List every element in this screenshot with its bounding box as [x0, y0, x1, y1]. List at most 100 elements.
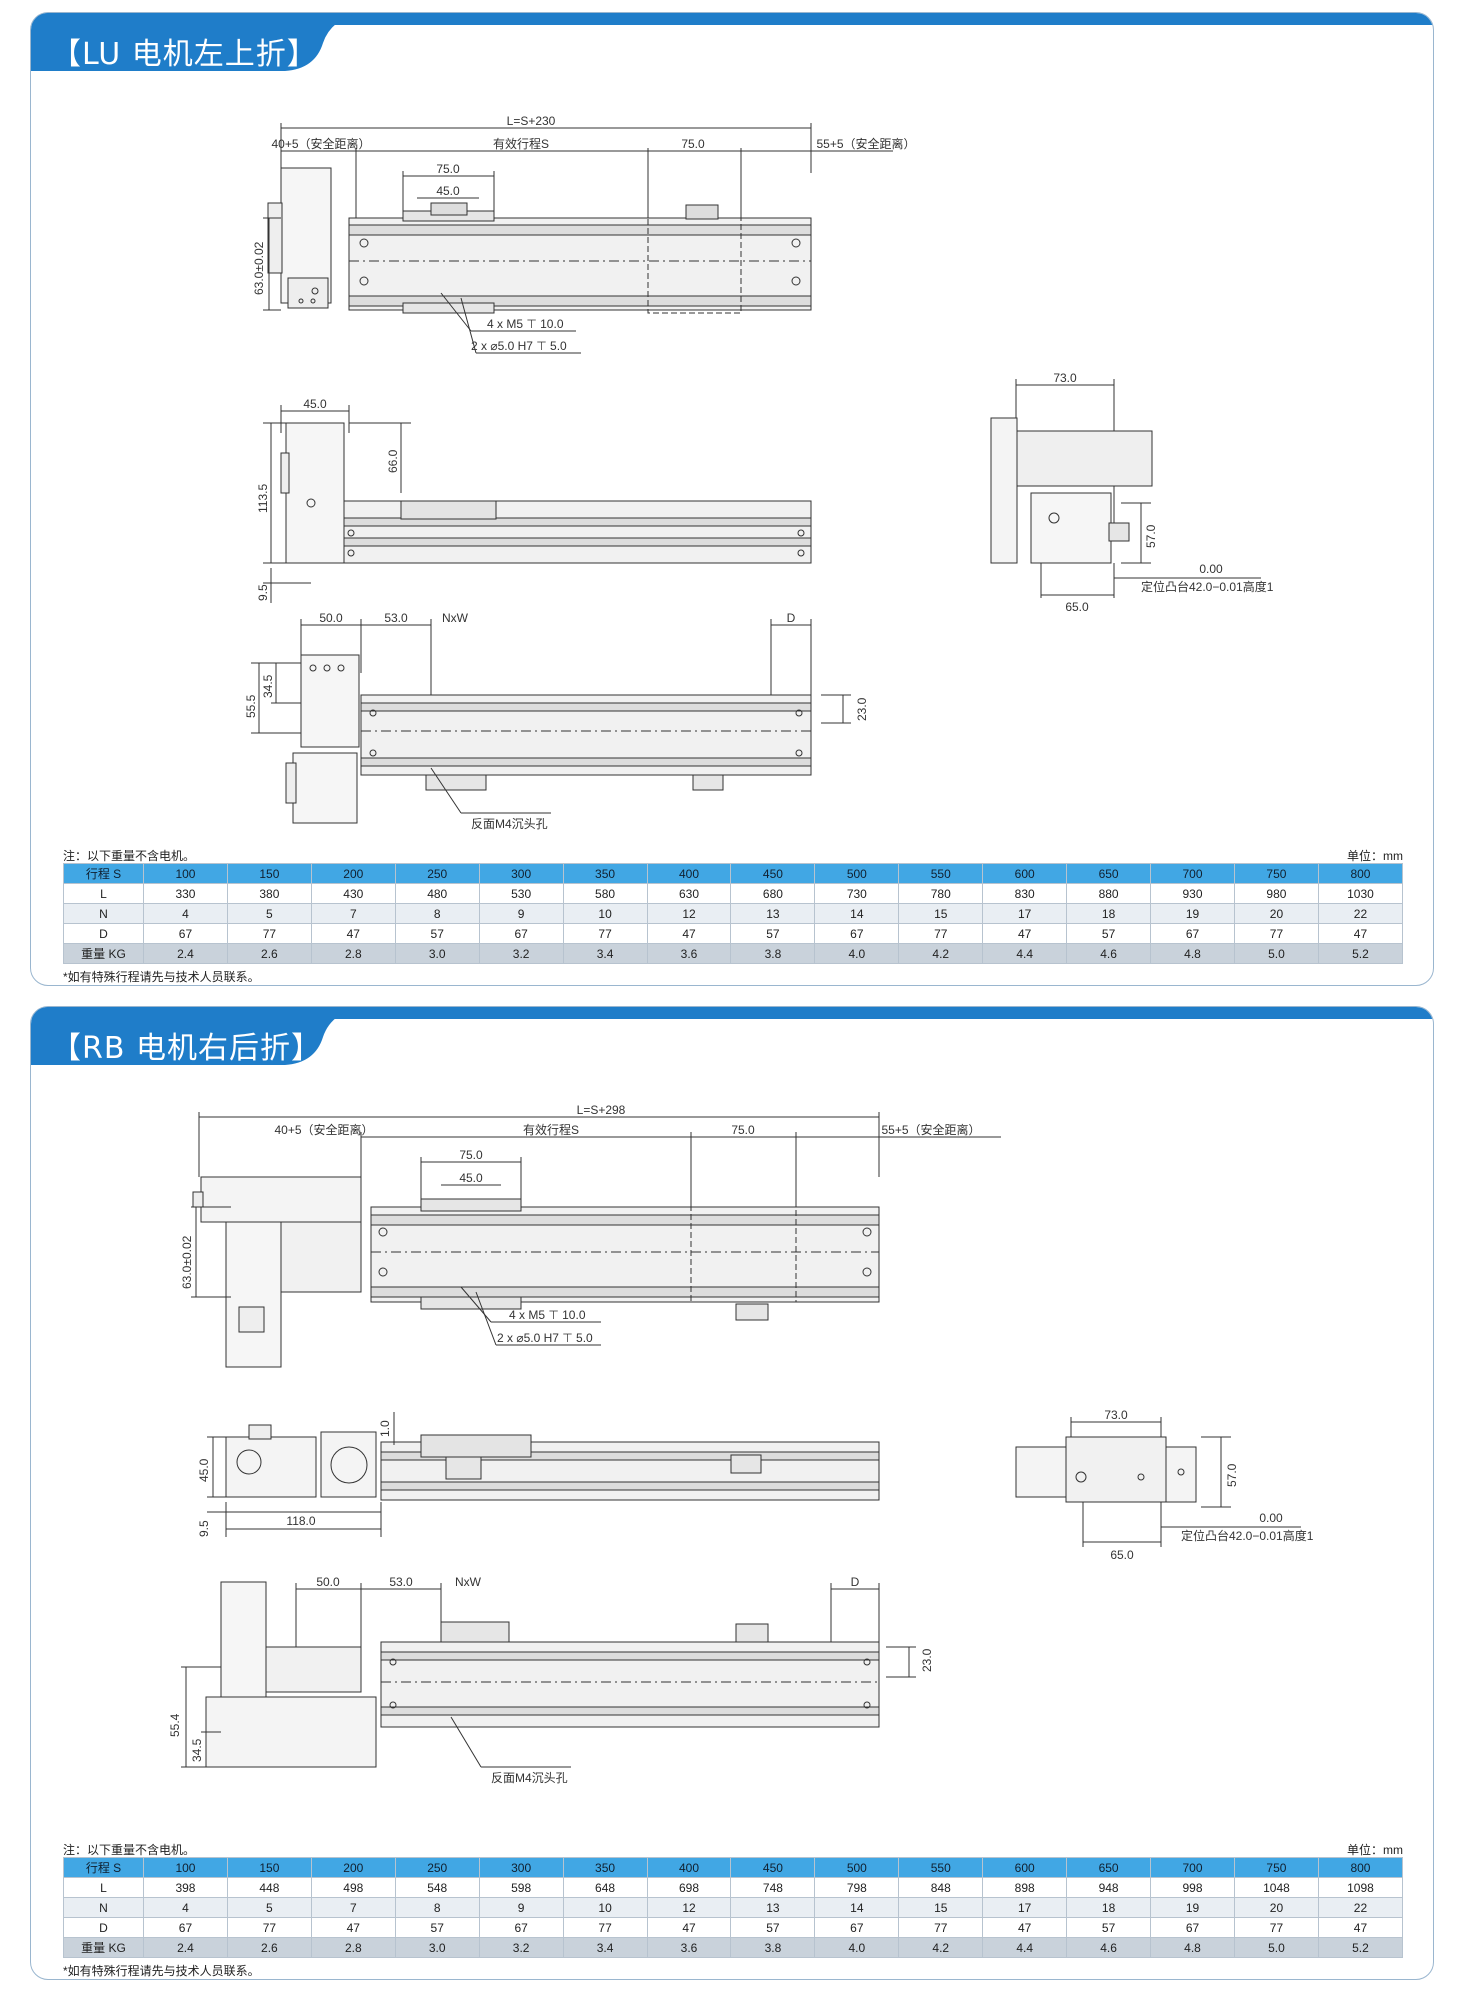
table-cell: 680: [730, 883, 816, 904]
rb-bottom-view: [181, 1581, 916, 1768]
table-cell: 67: [1150, 923, 1235, 944]
table-cell: 5.0: [1233, 1937, 1319, 1958]
table-cell: 2.8: [310, 1937, 396, 1958]
row-label: D: [63, 923, 144, 944]
header-cell: 500: [814, 1857, 900, 1878]
row-label: 重量 KG: [63, 943, 144, 964]
header-cell: 650: [1066, 1857, 1152, 1878]
dim-safe-left: 40+5（安全距离）: [271, 136, 370, 151]
dim-63: 63.0±0.02: [252, 241, 266, 295]
table-cell: 17: [982, 903, 1068, 924]
table-cell: 948: [1066, 1877, 1152, 1898]
table-cell: 1048: [1233, 1877, 1319, 1898]
table-cell: 67: [143, 1917, 228, 1938]
header-cell: 700: [1150, 1857, 1235, 1878]
table-cell: 630: [646, 883, 732, 904]
dim-75: 75.0: [436, 162, 460, 176]
dim-end-loc: 定位凸台42.0−0.01高度1: [1141, 579, 1274, 594]
table-cell: 3.8: [730, 943, 816, 964]
table-cell: 47: [310, 1917, 396, 1938]
table-cell: 2.6: [226, 943, 312, 964]
table-cell: 77: [898, 1917, 984, 1938]
table-cell: 3.6: [646, 1937, 732, 1958]
table-cell: 17: [982, 1897, 1068, 1918]
dim-bot-d: D: [851, 1575, 860, 1589]
table-cell: 4.2: [898, 943, 984, 964]
section-title-tab: [31, 13, 361, 71]
lu-side-view: [263, 405, 812, 603]
dim-end-73: 73.0: [1053, 371, 1077, 385]
table-cell: 8: [394, 903, 480, 924]
header-cell: 800: [1317, 863, 1404, 884]
dim-end-57: 57.0: [1144, 524, 1158, 548]
dim-safe-right: 55+5（安全距离）: [881, 1122, 980, 1137]
table-cell: 8: [394, 1897, 480, 1918]
table-cell: 880: [1066, 883, 1152, 904]
dim-bot-34: 34.5: [190, 1738, 204, 1762]
dim-end-zero: 0.00: [1199, 562, 1223, 576]
table-cell: 2.4: [143, 943, 228, 964]
row-label: N: [63, 903, 144, 924]
dim-bot-d: D: [787, 611, 796, 625]
table-row: L 398 448 498 548 598 648 698 748 798 84…: [63, 1877, 1404, 1898]
table-cell: 67: [478, 1917, 564, 1938]
table-cell: 67: [143, 923, 228, 944]
table-row: D 67 77 47 57 67 77 47 57 67 77 47 57 67…: [63, 923, 1404, 944]
dim-118: 118.0: [286, 1514, 315, 1528]
header-cell: 450: [730, 1857, 816, 1878]
spec-header-row: 行程 S 100 150 200 250 300 350 400 450 500…: [63, 863, 1404, 884]
table-cell: 398: [143, 1877, 228, 1898]
table-cell: 380: [226, 883, 312, 904]
table-cell: 530: [478, 883, 564, 904]
dim-side-45: 45.0: [197, 1458, 211, 1482]
dim-end-65: 65.0: [1065, 600, 1089, 614]
table-cell: 10: [562, 903, 648, 924]
table-cell: 898: [982, 1877, 1068, 1898]
table-cell: 330: [143, 883, 228, 904]
table-cell: 9: [478, 903, 564, 924]
table-cell: 15: [898, 1897, 984, 1918]
table-cell: 67: [478, 923, 564, 944]
lu-drawings: L=S+230 40+5（安全距离） 有效行程S 75.0 55+5（安全距离）…: [244, 114, 1274, 831]
header-cell: 650: [1066, 863, 1152, 884]
dim-stroke: 有效行程S: [493, 136, 549, 151]
header-cell: 400: [646, 863, 732, 884]
dim-bot-nxw: NxW: [455, 1575, 482, 1589]
table-row: 重量 KG 2.4 2.6 2.8 3.0 3.2 3.4 3.6 3.8 4.…: [63, 1937, 1404, 1958]
dim-stroke: 有效行程S: [523, 1122, 579, 1137]
table-cell: 448: [226, 1877, 312, 1898]
table-cell: 22: [1317, 1897, 1404, 1918]
rb-drawings: L=S+298 40+5（安全距离） 有效行程S 75.0 55+5（安全距离）…: [168, 1103, 1314, 1785]
dim-75b: 75.0: [731, 1123, 755, 1137]
dim-m5: 4 x M5 ⊤ 10.0: [487, 317, 564, 331]
dim-bot-53: 53.0: [384, 611, 408, 625]
dim-bot-nxw: NxW: [442, 611, 469, 625]
dim-h7: 2 x ⌀5.0 H7 ⊤ 5.0: [497, 1331, 593, 1345]
dim-bot-34: 34.5: [261, 674, 275, 698]
table-cell: 57: [730, 1917, 816, 1938]
table-cell: 57: [730, 923, 816, 944]
table-cell: 830: [982, 883, 1068, 904]
section-top-bar: [31, 13, 1433, 25]
header-cell: 550: [898, 863, 984, 884]
header-cell: 600: [982, 1857, 1068, 1878]
table-cell: 2.6: [226, 1937, 312, 1958]
header-cell: 100: [143, 1857, 228, 1878]
table-cell: 18: [1066, 1897, 1152, 1918]
dim-safe-right: 55+5（安全距离）: [816, 136, 915, 151]
header-cell: 300: [478, 863, 564, 884]
table-cell: 3.0: [394, 1937, 480, 1958]
dim-end-65: 65.0: [1110, 1548, 1134, 1562]
table-cell: 9: [478, 1897, 564, 1918]
table-cell: 15: [898, 903, 984, 924]
dim-bot-23: 23.0: [855, 697, 869, 721]
lu-top-view: [263, 123, 893, 354]
dim-bot-53: 53.0: [389, 1575, 413, 1589]
header-cell: 350: [562, 863, 648, 884]
table-cell: 7: [310, 903, 396, 924]
row-label: L: [63, 1877, 144, 1898]
header-cell: 750: [1233, 863, 1319, 884]
table-cell: 47: [310, 923, 396, 944]
dim-safe-left: 40+5（安全距离）: [274, 1122, 373, 1137]
header-cell: 200: [310, 1857, 396, 1878]
